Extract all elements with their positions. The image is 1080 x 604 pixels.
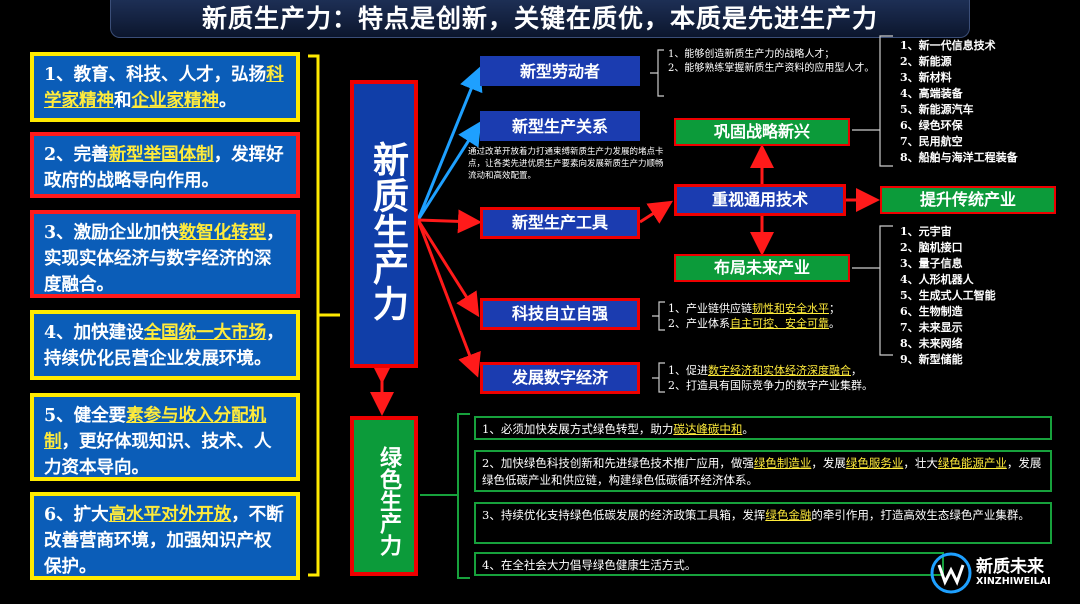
node-general-tech: 重视通用技术 [674,184,846,216]
green-item-3: 3、持续优化支持绿色低碳发展的经济政策工具箱，发挥绿色金融的牵引作用，打造高效生… [474,502,1052,544]
digital-economy-notes: 1、促进数字经济和实体经济深度融合， 2、打造具有国际竞争力的数字产业集群。 [668,364,873,392]
brand-logo-icon [930,552,972,594]
brand-logo-name: 新质未来 [976,557,1044,577]
brand-logo: 新质未来 XINZHIWEILAI [930,550,1075,598]
self-reliance-notes: 1、产业链供应链韧性和安全水平； 2、产业体系自主可控、安全可靠。 [668,302,840,330]
green-item-1: 1、必须加快发展方式绿色转型，助力碳达峰碳中和。 [474,416,1052,440]
left-item-1: 1、教育、科技、人才，弘扬科学家精神和企业家精神。 [30,52,300,122]
node-consolidate: 巩固战略新兴 [674,118,850,146]
branch-relations: 新型生产关系 [480,111,640,141]
green-node: 绿色生产力 [350,416,418,576]
left-item-4: 4、加快建设全国统一大市场，持续优化民营企业发展环境。 [30,310,300,380]
brand-logo-sub: XINZHIWEILAI [976,576,1051,587]
branch-self-reliance: 科技自立自强 [480,298,640,330]
labor-notes: 1、能够创造新质生产力的战略人才； 2、能够熟练掌握新质生产资料的应用型人才。 [668,49,875,74]
branch-digital: 发展数字经济 [480,362,640,394]
green-item-4: 4、在全社会大力倡导绿色健康生活方式。 [474,552,944,576]
node-future-industry: 布局未来产业 [674,254,850,282]
relations-note: 通过改革开放着力打通束缚新质生产力发展的堵点卡点，让各类先进优质生产要素向发展新… [468,147,664,181]
branch-labor: 新型劳动者 [480,56,640,86]
node-upgrade-traditional: 提升传统产业 [880,186,1056,214]
left-item-3: 3、激励企业加快数智化转型，实现实体经济与数字经济的深度融合。 [30,210,300,298]
branch-tools: 新型生产工具 [480,207,640,239]
green-item-2: 2、加快绿色科技创新和先进绿色技术推广应用，做强绿色制造业，发展绿色服务业，壮大… [474,450,1052,492]
left-item-6: 6、扩大高水平对外开放，不断改善营商环境，加强知识产权保护。 [30,492,300,580]
left-item-5: 5、健全要素参与收入分配机制，更好体现知识、技术、人力资本导向。 [30,393,300,481]
page-title: 新质生产力：特点是创新，关键在质优，本质是先进生产力 [110,0,970,38]
left-item-2: 2、完善新型举国体制，发挥好政府的战略导向作用。 [30,132,300,198]
main-node-new-quality: 新质生产力 [350,80,418,368]
